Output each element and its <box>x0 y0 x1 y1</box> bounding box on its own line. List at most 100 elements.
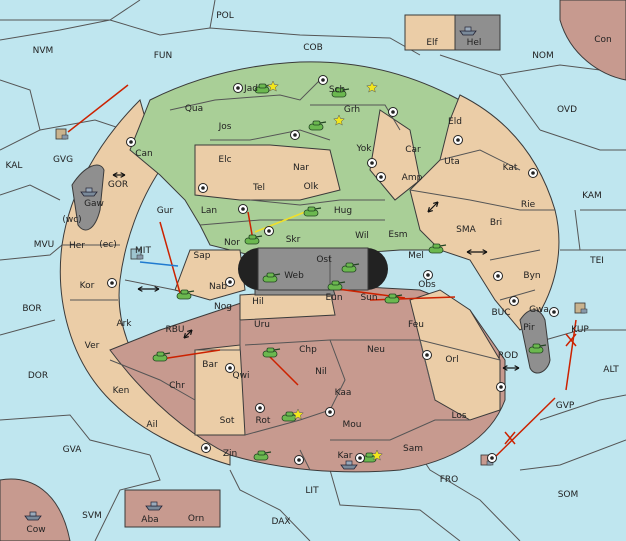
province-label[interactable]: Bri <box>490 218 502 228</box>
province-label[interactable]: DOR <box>28 371 48 381</box>
province-label[interactable]: Hug <box>334 206 352 216</box>
province-label[interactable]: Hil <box>252 297 264 307</box>
fleet-icon[interactable] <box>24 511 42 521</box>
province-label[interactable]: Gwa <box>529 305 549 315</box>
province-label[interactable]: Con <box>594 35 612 45</box>
province-label[interactable]: Sch <box>329 85 345 95</box>
province-label[interactable]: Chr <box>169 381 185 391</box>
province-label[interactable]: POL <box>216 11 234 21</box>
province-label[interactable]: Rot <box>256 416 271 426</box>
fleet-icon[interactable] <box>459 26 477 36</box>
province-label[interactable]: Gaw <box>84 199 104 209</box>
province-label[interactable]: Qwi <box>233 371 250 381</box>
province-label[interactable]: GVP <box>556 401 575 411</box>
province-label[interactable]: SMA <box>456 225 476 235</box>
province-label[interactable]: Qua <box>185 104 203 114</box>
province-label[interactable]: Chp <box>299 345 317 355</box>
army-icon[interactable] <box>303 206 322 217</box>
province-label[interactable]: TEI <box>589 256 604 266</box>
province-label[interactable]: DAX <box>271 517 290 527</box>
province-label[interactable]: SOM <box>558 490 579 500</box>
province-label[interactable]: COB <box>303 43 323 53</box>
province-label[interactable]: Her <box>69 241 85 251</box>
province-label[interactable]: Nor <box>224 238 240 248</box>
province-label[interactable]: KAL <box>6 161 23 171</box>
province-label[interactable]: RBU <box>165 325 184 335</box>
province-label[interactable]: MIT <box>135 246 151 256</box>
province-label[interactable]: Bar <box>202 360 218 370</box>
province-label[interactable]: Mel <box>408 251 424 261</box>
province-label[interactable]: Hel <box>467 38 482 48</box>
army-icon[interactable] <box>176 289 195 300</box>
province-label[interactable]: OVD <box>557 105 577 115</box>
fleet-icon[interactable] <box>145 501 163 511</box>
province-label[interactable]: Nog <box>214 302 232 312</box>
province-label[interactable]: Ver <box>85 341 100 351</box>
province-label[interactable]: Amp <box>402 173 423 183</box>
province-label[interactable]: Eun <box>325 293 342 303</box>
province-label[interactable]: Esm <box>388 230 407 240</box>
province-label[interactable]: Orl <box>445 355 458 365</box>
province-label[interactable]: Zin <box>223 449 237 459</box>
province-label[interactable]: Ail <box>146 420 157 430</box>
province-label[interactable]: Los <box>451 411 466 421</box>
province-label[interactable]: Kat <box>503 163 518 173</box>
province-label[interactable]: FRO <box>440 475 459 485</box>
province-label[interactable]: GVA <box>63 445 83 455</box>
province-label[interactable]: Eld <box>448 117 462 127</box>
province-label[interactable]: KUP <box>571 325 589 335</box>
army-icon[interactable] <box>428 243 447 254</box>
province-label[interactable]: BOR <box>22 304 41 314</box>
province-label[interactable]: Feu <box>408 320 424 330</box>
province-label[interactable]: NVM <box>33 46 54 56</box>
province-label[interactable]: Skr <box>286 235 301 245</box>
province-label[interactable]: Mou <box>343 420 362 430</box>
province-label[interactable]: Web <box>284 271 304 281</box>
province-label[interactable]: (ec) <box>99 240 117 250</box>
province-label[interactable]: Uru <box>254 320 270 330</box>
province-label[interactable]: Yok <box>355 144 372 154</box>
fleet-icon[interactable] <box>80 187 98 197</box>
province-label[interactable]: Orn <box>188 514 204 524</box>
province-label[interactable]: BUC <box>491 308 510 318</box>
province-label[interactable]: Nil <box>315 367 327 377</box>
province-label[interactable]: Obs <box>418 280 436 290</box>
province-label[interactable]: Gur <box>157 206 174 216</box>
province-label[interactable]: Lan <box>201 206 217 216</box>
province-label[interactable]: Kar <box>338 451 353 461</box>
army-icon[interactable] <box>308 120 327 131</box>
army-icon[interactable] <box>331 87 350 98</box>
province-label[interactable]: Nar <box>293 163 309 173</box>
province-label[interactable]: LIT <box>305 486 319 496</box>
army-icon[interactable] <box>341 262 360 273</box>
province-label[interactable]: Sun <box>360 293 377 303</box>
province-label[interactable]: ROD <box>498 351 518 361</box>
province-label[interactable]: Elf <box>426 38 438 48</box>
province-label[interactable]: NOM <box>532 51 554 61</box>
province-label[interactable]: Elc <box>218 155 231 165</box>
province-label[interactable]: Ken <box>113 386 130 396</box>
province-label[interactable]: Pir <box>523 323 535 333</box>
province-label[interactable]: Ark <box>116 319 132 329</box>
province-label[interactable]: Sot <box>220 416 235 426</box>
army-icon[interactable] <box>253 450 272 461</box>
army-icon[interactable] <box>327 280 346 291</box>
province-label[interactable]: Cow <box>26 525 45 535</box>
province-label[interactable]: Tel <box>252 183 265 193</box>
province-label[interactable]: Grh <box>344 105 360 115</box>
province-label[interactable]: (wc) <box>62 215 81 225</box>
province-label[interactable]: Jad <box>243 84 258 94</box>
province-label[interactable]: SVM <box>82 511 102 521</box>
province-label[interactable]: Sam <box>403 444 423 454</box>
army-icon[interactable] <box>262 347 281 358</box>
province-label[interactable]: Ost <box>316 255 332 265</box>
province-label[interactable]: Olk <box>304 182 320 192</box>
province-label[interactable]: Uta <box>444 157 460 167</box>
province-label[interactable]: Sap <box>194 251 211 261</box>
province-label[interactable]: ALT <box>603 365 619 375</box>
province-label[interactable]: KAM <box>582 191 602 201</box>
province-label[interactable]: Jos <box>218 122 232 132</box>
province-label[interactable]: MVU <box>34 240 55 250</box>
order-marker-icon[interactable] <box>55 128 69 140</box>
province-label[interactable]: Car <box>405 145 421 155</box>
